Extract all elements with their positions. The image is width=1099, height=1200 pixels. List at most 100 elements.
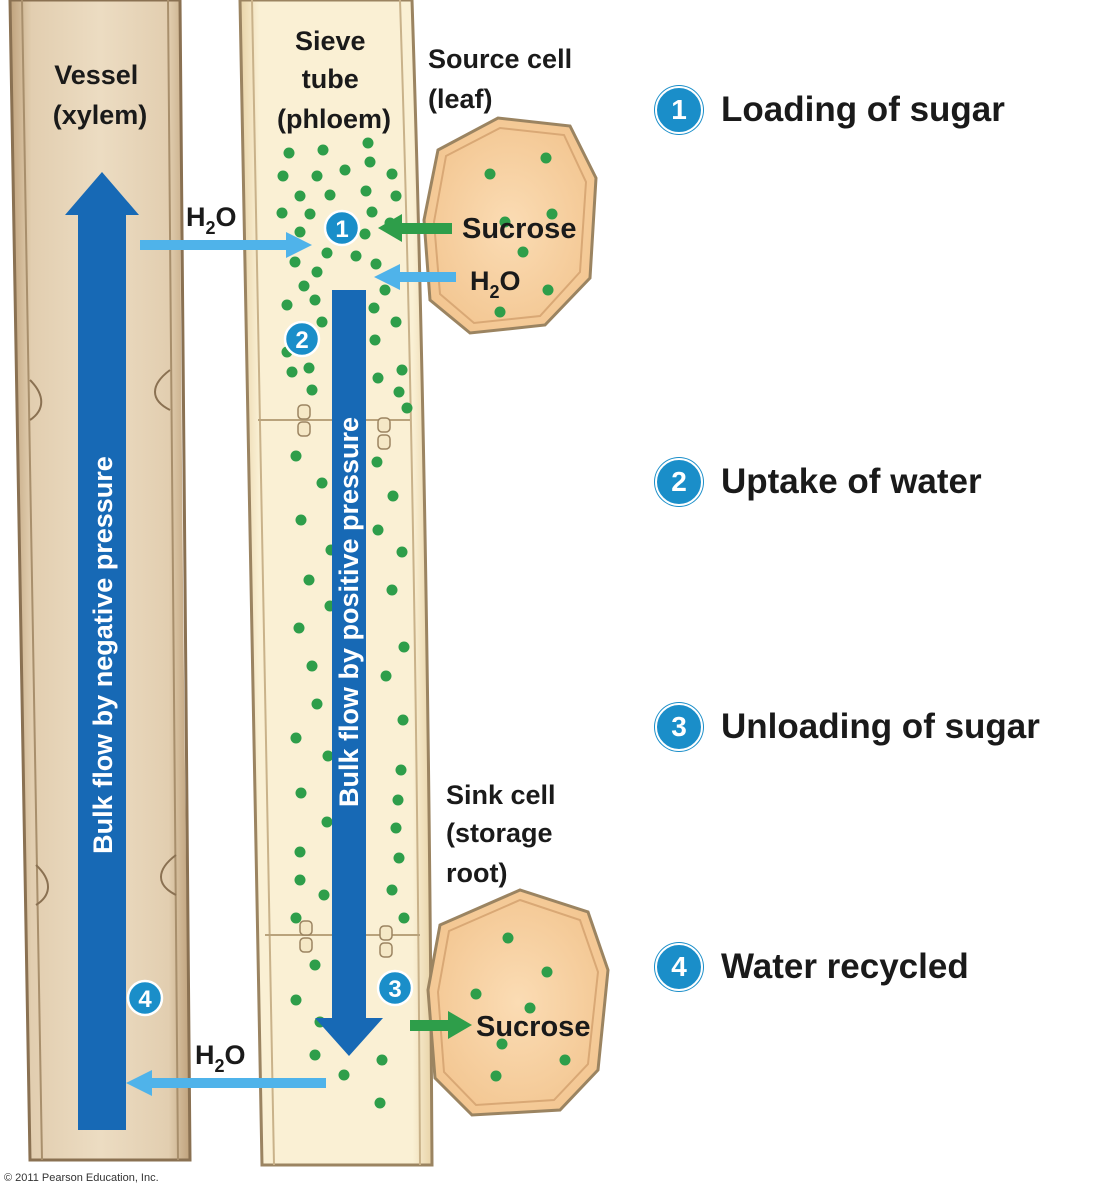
- sucrose-dot: [517, 246, 529, 258]
- sucrose-label-source: Sucrose: [462, 213, 576, 245]
- sucrose-dot: [324, 189, 336, 201]
- negative-pressure-flow-arrow: Bulk flow by negative pressure: [65, 172, 139, 1130]
- marker-1: 1: [323, 209, 361, 247]
- source-cell: [422, 116, 598, 335]
- step-2-label: Uptake of water: [721, 462, 982, 501]
- step-4: 4 Water recycled: [655, 942, 969, 992]
- sucrose-dot: [281, 299, 293, 311]
- sucrose-dot: [401, 402, 413, 414]
- sucrose-arrow-unloading: [410, 1011, 472, 1039]
- sucrose-dot: [372, 524, 384, 536]
- sucrose-dot: [293, 622, 305, 634]
- marker-3: 3: [376, 969, 414, 1007]
- sucrose-dot: [546, 208, 558, 220]
- sucrose-dot: [499, 216, 511, 228]
- step-3-label: Unloading of sugar: [721, 707, 1040, 746]
- sucrose-dot: [387, 490, 399, 502]
- sucrose-dot: [294, 226, 306, 238]
- sucrose-dot: [290, 450, 302, 462]
- sucrose-dot: [490, 1070, 502, 1082]
- sucrose-dot: [393, 852, 405, 864]
- h2o-label-source: H2O: [470, 266, 521, 302]
- step-2: 2 Uptake of water: [655, 457, 982, 507]
- sucrose-dot: [364, 156, 376, 168]
- sucrose-dot: [309, 959, 321, 971]
- sucrose-dot: [311, 698, 323, 710]
- sucrose-dot: [390, 190, 402, 202]
- sucrose-dot: [496, 1038, 508, 1050]
- sucrose-arrow-loading: [378, 214, 452, 242]
- sucrose-dot: [303, 362, 315, 374]
- sucrose-dot: [306, 384, 318, 396]
- svg-text:2: 2: [295, 327, 308, 354]
- sucrose-dot: [386, 884, 398, 896]
- sucrose-dot: [321, 247, 333, 259]
- sucrose-dot: [286, 366, 298, 378]
- svg-text:4: 4: [138, 986, 152, 1013]
- sucrose-dot: [339, 164, 351, 176]
- sucrose-dot: [316, 477, 328, 489]
- step-3: 3 Unloading of sugar: [655, 702, 1040, 752]
- sucrose-dot: [386, 168, 398, 180]
- sucrose-dot: [371, 456, 383, 468]
- sucrose-dot: [390, 316, 402, 328]
- sucrose-dot: [304, 208, 316, 220]
- sucrose-dot: [311, 170, 323, 182]
- sucrose-dot: [369, 334, 381, 346]
- h2o-label-bottom: H2O: [195, 1040, 246, 1076]
- step-2-badge: 2: [655, 458, 703, 506]
- step-4-badge: 4: [655, 943, 703, 991]
- sucrose-dot: [362, 137, 374, 149]
- sucrose-dot: [294, 190, 306, 202]
- sucrose-dot: [398, 912, 410, 924]
- sucrose-dot: [306, 660, 318, 672]
- sucrose-label-sink: Sucrose: [476, 1011, 590, 1043]
- svg-text:1: 1: [335, 216, 348, 243]
- sucrose-dot: [295, 787, 307, 799]
- sucrose-molecules: [276, 137, 571, 1109]
- h2o-label-top: H2O: [186, 202, 237, 238]
- sucrose-dot: [559, 1054, 571, 1066]
- sucrose-dot: [372, 372, 384, 384]
- sucrose-dot: [392, 794, 404, 806]
- sucrose-dot: [470, 988, 482, 1000]
- sucrose-dot: [540, 152, 552, 164]
- sucrose-dot: [338, 1069, 350, 1081]
- sucrose-dot: [390, 822, 402, 834]
- sucrose-dot: [359, 228, 371, 240]
- marker-2: 2: [283, 320, 321, 358]
- sucrose-dot: [277, 170, 289, 182]
- sucrose-dot: [396, 546, 408, 558]
- sucrose-dot: [541, 966, 553, 978]
- sucrose-dot: [494, 306, 506, 318]
- sucrose-dot: [317, 144, 329, 156]
- sucrose-dot: [309, 294, 321, 306]
- sucrose-dot: [298, 280, 310, 292]
- source-cell-label: Source cell (leaf): [428, 44, 580, 114]
- positive-pressure-label: Bulk flow by positive pressure: [334, 417, 364, 807]
- sucrose-dot: [289, 256, 301, 268]
- sucrose-dot: [322, 750, 334, 762]
- sucrose-dot: [484, 168, 496, 180]
- sucrose-dot: [393, 386, 405, 398]
- sucrose-dot: [276, 207, 288, 219]
- water-arrow-phloem-to-xylem: [126, 1070, 326, 1096]
- vessel-label: Vessel (xylem): [53, 60, 148, 130]
- positive-pressure-flow-arrow: Bulk flow by positive pressure: [315, 290, 383, 1056]
- marker-4: 4: [126, 979, 164, 1017]
- sucrose-dot: [290, 912, 302, 924]
- sucrose-dot: [283, 147, 295, 159]
- sucrose-dot: [370, 258, 382, 270]
- svg-text:3: 3: [388, 976, 401, 1003]
- water-arrow-xylem-to-phloem: [140, 232, 312, 258]
- sucrose-dot: [396, 364, 408, 376]
- water-arrow-source-to-phloem: [374, 264, 456, 290]
- sucrose-dot: [502, 932, 514, 944]
- sucrose-dot: [294, 874, 306, 886]
- negative-pressure-label: Bulk flow by negative pressure: [88, 456, 118, 854]
- sucrose-dot: [542, 284, 554, 296]
- sucrose-dot: [368, 302, 380, 314]
- sucrose-dot: [398, 641, 410, 653]
- sucrose-dot: [295, 514, 307, 526]
